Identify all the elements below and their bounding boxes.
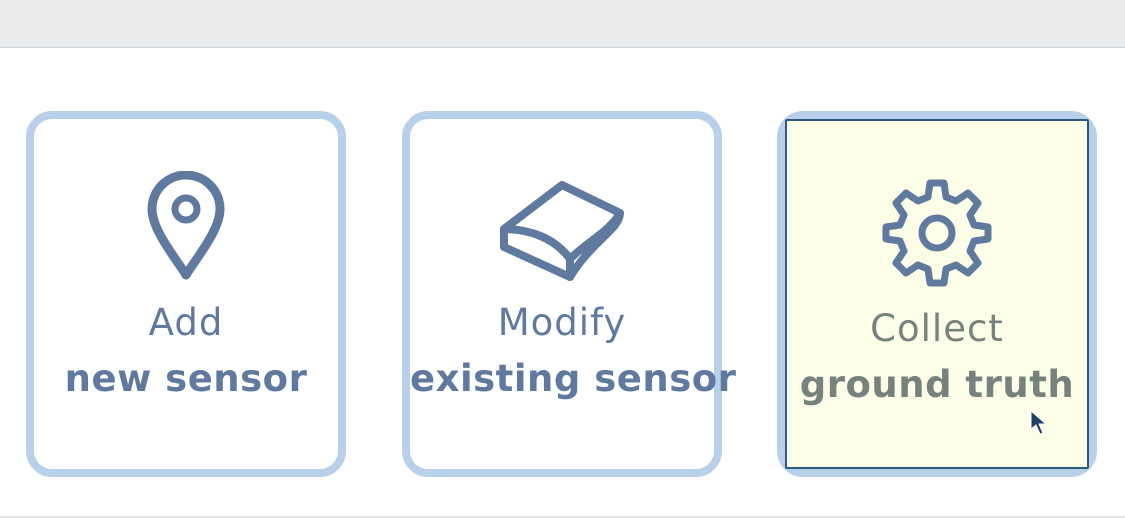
- add-new-sensor-button[interactable]: Add new sensor: [26, 111, 346, 477]
- location-pin-icon: [34, 171, 338, 287]
- card-label-line1: Add: [148, 301, 224, 344]
- sensor-box-icon: [410, 177, 714, 293]
- mouse-cursor-icon: [1029, 409, 1049, 441]
- modify-existing-sensor-button[interactable]: Modify existing sensor: [402, 111, 737, 477]
- collect-ground-truth-button[interactable]: Collect ground truth: [777, 111, 1097, 477]
- card-hover-highlight: [785, 119, 1089, 469]
- card-label-line1: Collect: [870, 307, 1004, 350]
- top-bar: [0, 0, 1125, 48]
- bottom-divider: [0, 516, 1125, 518]
- gear-icon: [785, 177, 1089, 291]
- card-label-line1: Modify: [497, 301, 627, 344]
- card-label-line2: new sensor: [64, 357, 308, 400]
- card-label-line2: ground truth: [799, 363, 1075, 406]
- card-label-line2: existing sensor: [410, 357, 737, 400]
